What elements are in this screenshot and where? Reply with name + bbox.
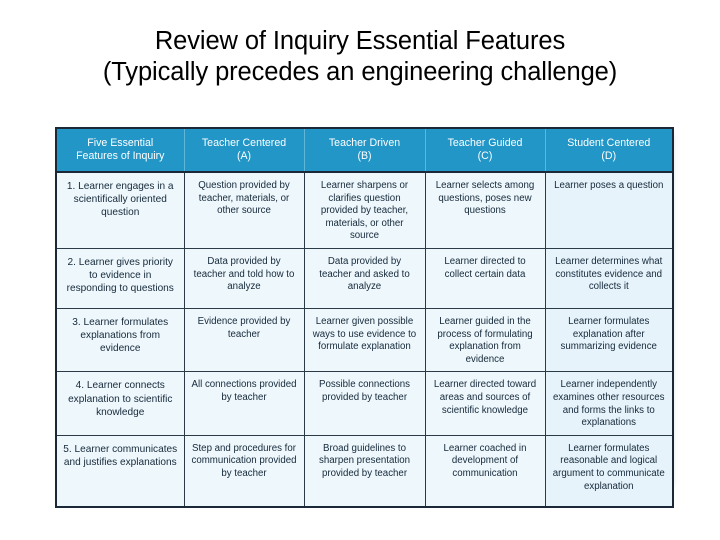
column-header-student-centered-line2: (D) <box>601 150 617 162</box>
column-header-teacher-centered: Teacher Centered (A) <box>184 128 305 172</box>
table-row: 2. Learner gives priority to evidence in… <box>56 248 673 309</box>
cell-feature-4: 4. Learner connects explanation to scien… <box>56 371 185 436</box>
title-line-2: (Typically precedes an engineering chall… <box>102 58 618 86</box>
cell-row2-b: Data provided by teacher and asked to an… <box>304 248 426 309</box>
table-body: 1. Learner engages in a scientifically o… <box>56 172 673 508</box>
cell-row1-a: Question provided by teacher, materials,… <box>184 172 305 249</box>
cell-row4-d: Learner independently examines other res… <box>545 371 673 436</box>
column-header-student-centered-line1: Student Centered <box>567 136 651 149</box>
cell-row4-b: Possible connections provided by teacher <box>304 371 426 436</box>
column-header-teacher-guided-line1: Teacher Guided <box>447 136 523 149</box>
column-header-teacher-driven: Teacher Driven (B) <box>304 128 426 172</box>
cell-feature-1: 1. Learner engages in a scientifically o… <box>56 172 185 249</box>
cell-row2-a: Data provided by teacher and told how to… <box>184 248 305 309</box>
cell-row2-c: Learner directed to collect certain data <box>425 248 546 309</box>
cell-row1-c: Learner selects among questions, poses n… <box>425 172 546 249</box>
column-header-teacher-centered-line2: (A) <box>236 150 252 162</box>
cell-row4-c: Learner directed toward areas and source… <box>425 371 546 436</box>
column-header-features: Five Essential Features of Inquiry <box>56 128 185 172</box>
cell-row4-a: All connections provided by teacher <box>184 371 305 436</box>
cell-row5-d: Learner formulates reasonable and logica… <box>545 435 673 508</box>
cell-feature-3: 3. Learner formulates explanations from … <box>56 308 185 373</box>
page-title: Review of Inquiry Essential Features (Ty… <box>0 26 720 88</box>
cell-row3-d: Learner formulates explanation after sum… <box>545 308 673 373</box>
table-header-row: Five Essential Features of Inquiry Teach… <box>56 128 673 172</box>
cell-row3-a: Evidence provided by teacher <box>184 308 305 373</box>
cell-row5-a: Step and procedures for communication pr… <box>184 435 305 508</box>
column-header-teacher-driven-line2: (B) <box>357 150 372 162</box>
table-row: 5. Learner communicates and justifies ex… <box>56 435 673 508</box>
column-header-teacher-guided: Teacher Guided (C) <box>425 128 546 172</box>
title-line-1: Review of Inquiry Essential Features <box>154 27 566 55</box>
column-header-teacher-guided-line2: (C) <box>477 150 493 162</box>
cell-row3-c: Learner guided in the process of formula… <box>425 308 546 373</box>
table-header: Five Essential Features of Inquiry Teach… <box>56 128 673 172</box>
cell-row2-d: Learner determines what constitutes evid… <box>545 248 673 309</box>
cell-feature-5: 5. Learner communicates and justifies ex… <box>56 435 185 508</box>
column-header-teacher-centered-line1: Teacher Centered <box>201 136 287 149</box>
cell-row5-c: Learner coached in development of commun… <box>425 435 546 508</box>
cell-row1-b: Learner sharpens or clarifies question p… <box>304 172 426 249</box>
column-header-features-line2: Features of Inquiry <box>76 150 165 162</box>
table-row: 4. Learner connects explanation to scien… <box>56 371 673 436</box>
cell-row3-b: Learner given possible ways to use evide… <box>304 308 426 373</box>
table-row: 1. Learner engages in a scientifically o… <box>56 172 673 249</box>
column-header-student-centered: Student Centered (D) <box>545 128 673 172</box>
inquiry-matrix-container: Five Essential Features of Inquiry Teach… <box>55 127 674 509</box>
inquiry-essential-features-table: Five Essential Features of Inquiry Teach… <box>55 127 674 509</box>
column-header-features-line1: Five Essential <box>87 136 154 149</box>
table-row: 3. Learner formulates explanations from … <box>56 308 673 373</box>
cell-row1-d: Learner poses a question <box>545 172 673 249</box>
cell-feature-2: 2. Learner gives priority to evidence in… <box>56 248 185 309</box>
column-header-teacher-driven-line1: Teacher Driven <box>328 136 401 149</box>
cell-row5-b: Broad guidelines to sharpen presentation… <box>304 435 426 508</box>
